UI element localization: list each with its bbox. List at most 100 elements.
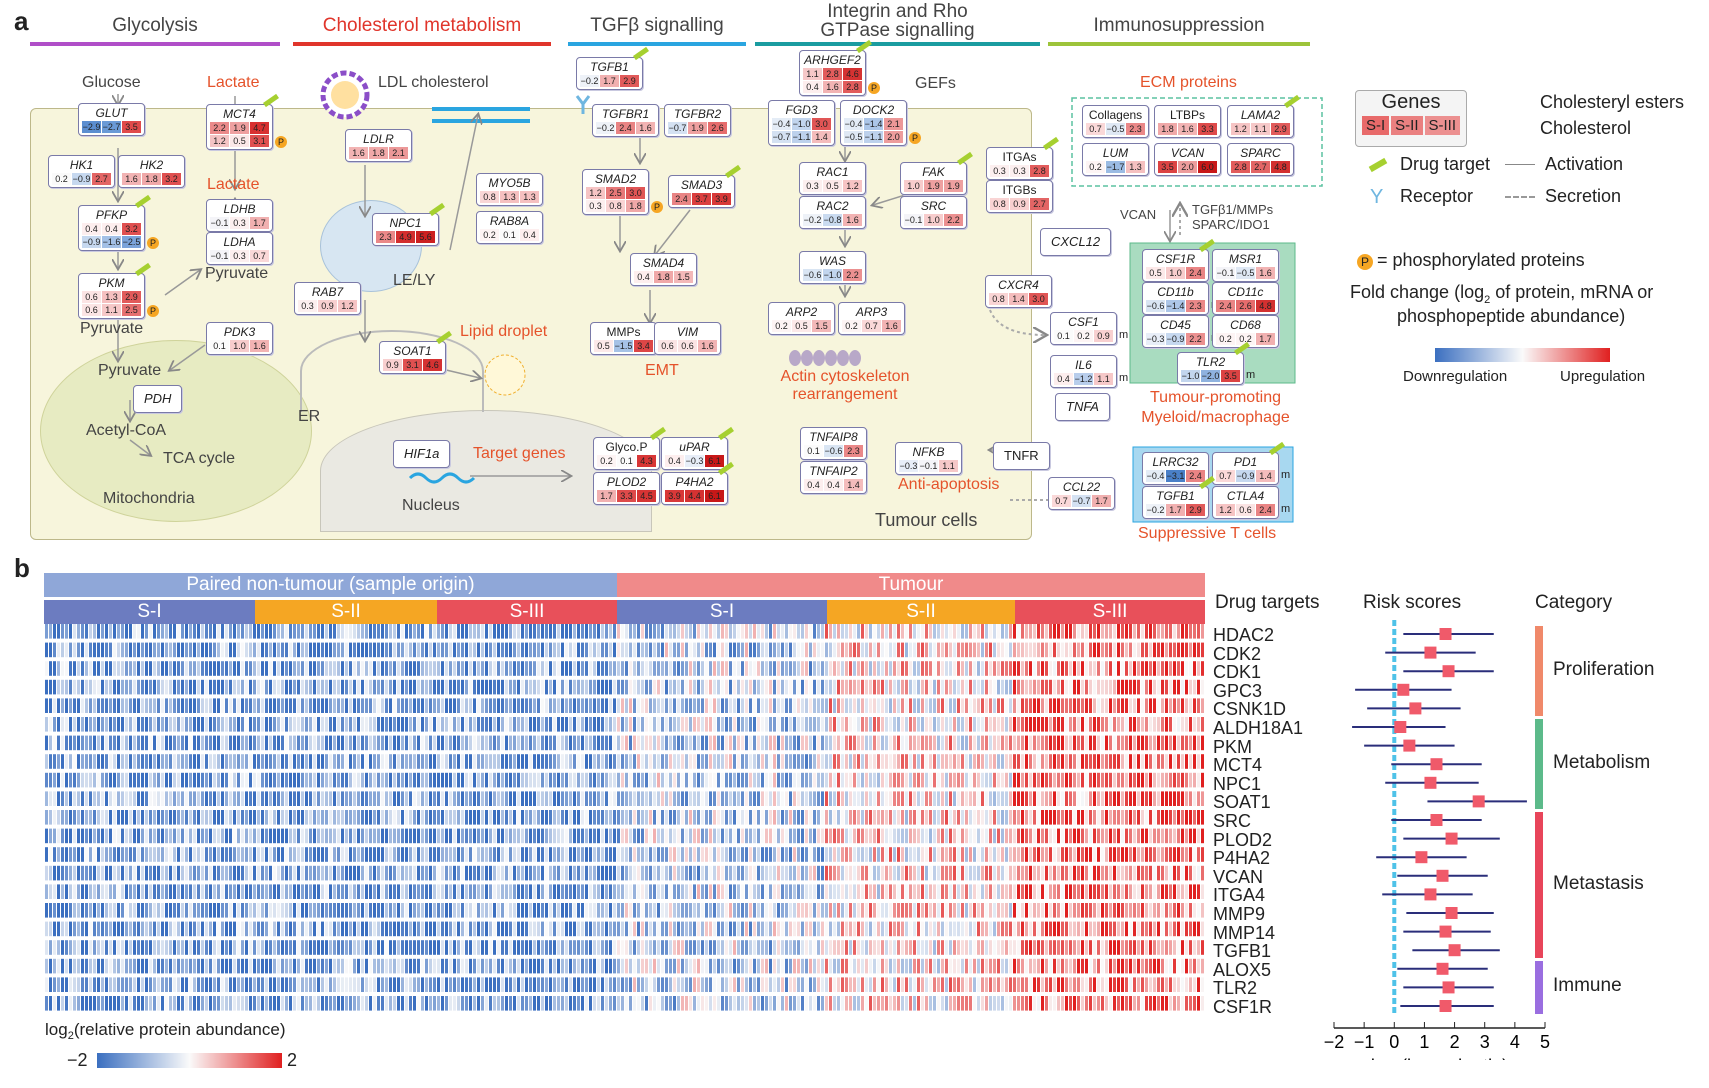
heatmap-cell (765, 661, 768, 676)
heatmap-cell (429, 735, 432, 751)
heatmap-cell (733, 828, 736, 844)
heatmap-cell (1173, 810, 1176, 825)
heatmap-cell (449, 661, 452, 676)
heatmap-cell (205, 828, 208, 844)
heatmap-cell (1133, 865, 1136, 881)
heatmap-cell (581, 642, 584, 658)
heatmap-cell (325, 754, 328, 769)
heatmap-cell (345, 642, 348, 658)
heatmap-cell (1025, 884, 1028, 899)
heatmap-cell (113, 772, 116, 788)
heatmap-cell (389, 772, 392, 788)
heatmap-cell (221, 624, 224, 639)
heatmap-cell (705, 828, 708, 844)
heatmap-cell (1101, 735, 1104, 751)
heatmap-cell (257, 772, 260, 788)
heatmap-cell (321, 772, 324, 788)
heatmap-cell (949, 810, 952, 825)
gene-box-tnfr: TNFR (993, 442, 1050, 470)
heatmap-cell (1129, 810, 1132, 825)
heatmap-cell (405, 679, 408, 695)
fold-change-cell: 0.8 (606, 200, 625, 212)
heatmap-cell (641, 884, 644, 899)
heatmap-cell (529, 828, 532, 844)
heatmap-cell (877, 847, 880, 862)
heatmap-cell (357, 679, 360, 695)
heatmap-cell (989, 847, 992, 862)
heatmap-cell (197, 624, 200, 639)
heatmap-cell (45, 865, 48, 881)
heatmap-cell (537, 698, 540, 713)
heatmap-cell (845, 772, 848, 788)
heatmap-cell (1033, 735, 1036, 751)
heatmap-cell (497, 624, 500, 639)
heatmap-cell (709, 624, 712, 639)
heatmap-cell (1185, 828, 1188, 844)
fold-change-cell: 4.8 (1256, 300, 1275, 312)
heatmap-cell (849, 791, 852, 806)
heatmap-cell (569, 791, 572, 806)
heatmap-cell (737, 847, 740, 862)
heatmap-cell (1169, 735, 1172, 751)
heatmap-cell (897, 865, 900, 881)
fold-change-cell: 0.7 (862, 320, 881, 332)
heatmap-cell (113, 735, 116, 751)
heatmap-cell (901, 624, 904, 639)
heatmap-cell (85, 698, 88, 713)
heatmap-cell (929, 661, 932, 676)
heatmap-cell (657, 661, 660, 676)
heatmap-cell (361, 810, 364, 825)
heatmap-cell (877, 884, 880, 899)
heatmap-cell (585, 679, 588, 695)
heatmap-cell (117, 772, 120, 788)
heatmap-cell (389, 735, 392, 751)
heatmap-cell (341, 735, 344, 751)
heatmap-cell (597, 810, 600, 825)
heatmap-cell (73, 717, 76, 732)
heatmap-cell (413, 865, 416, 881)
heatmap-cell (913, 661, 916, 676)
fold-change-cell: 1.2 (338, 300, 357, 312)
heatmap-cell (557, 624, 560, 639)
heatmap-cell (857, 865, 860, 881)
heatmap-cell (989, 865, 992, 881)
heatmap-cell (1097, 847, 1100, 862)
heatmap-cell (1201, 679, 1204, 695)
heatmap-cell (209, 847, 212, 862)
heatmap-cell (801, 847, 804, 862)
heatmap-cell (553, 754, 556, 769)
heatmap-cell (377, 791, 380, 806)
heatmap-cell (781, 679, 784, 695)
heatmap-cell (141, 810, 144, 825)
heatmap-cell (501, 903, 504, 918)
heatmap-cell (417, 735, 420, 751)
heatmap-cell (1025, 717, 1028, 732)
heatmap-cell (893, 865, 896, 881)
heatmap-cell (201, 884, 204, 899)
heatmap-cell (305, 847, 308, 862)
heatmap-cell (161, 698, 164, 713)
gene-name: MYO5B (488, 176, 531, 190)
heatmap-cell (1113, 772, 1116, 788)
heatmap-cell (1101, 865, 1104, 881)
heatmap-cell (521, 810, 524, 825)
heatmap-cell (277, 717, 280, 732)
heatmap-cell (209, 865, 212, 881)
heatmap-cell (637, 735, 640, 751)
heatmap-cell (929, 735, 932, 751)
heatmap-cell (605, 661, 608, 676)
heatmap-cell (373, 642, 376, 658)
fold-change-cell: 1.2 (210, 135, 229, 147)
heatmap-cell (413, 772, 416, 788)
heatmap-cell (897, 679, 900, 695)
heatmap-cell (581, 698, 584, 713)
heatmap-cell (101, 661, 104, 676)
heatmap-cell (741, 847, 744, 862)
fold-change-cell: 1.0 (904, 180, 923, 192)
heatmap-cell (969, 642, 972, 658)
heatmap-cell (825, 754, 828, 769)
heatmap-cell (53, 717, 56, 732)
